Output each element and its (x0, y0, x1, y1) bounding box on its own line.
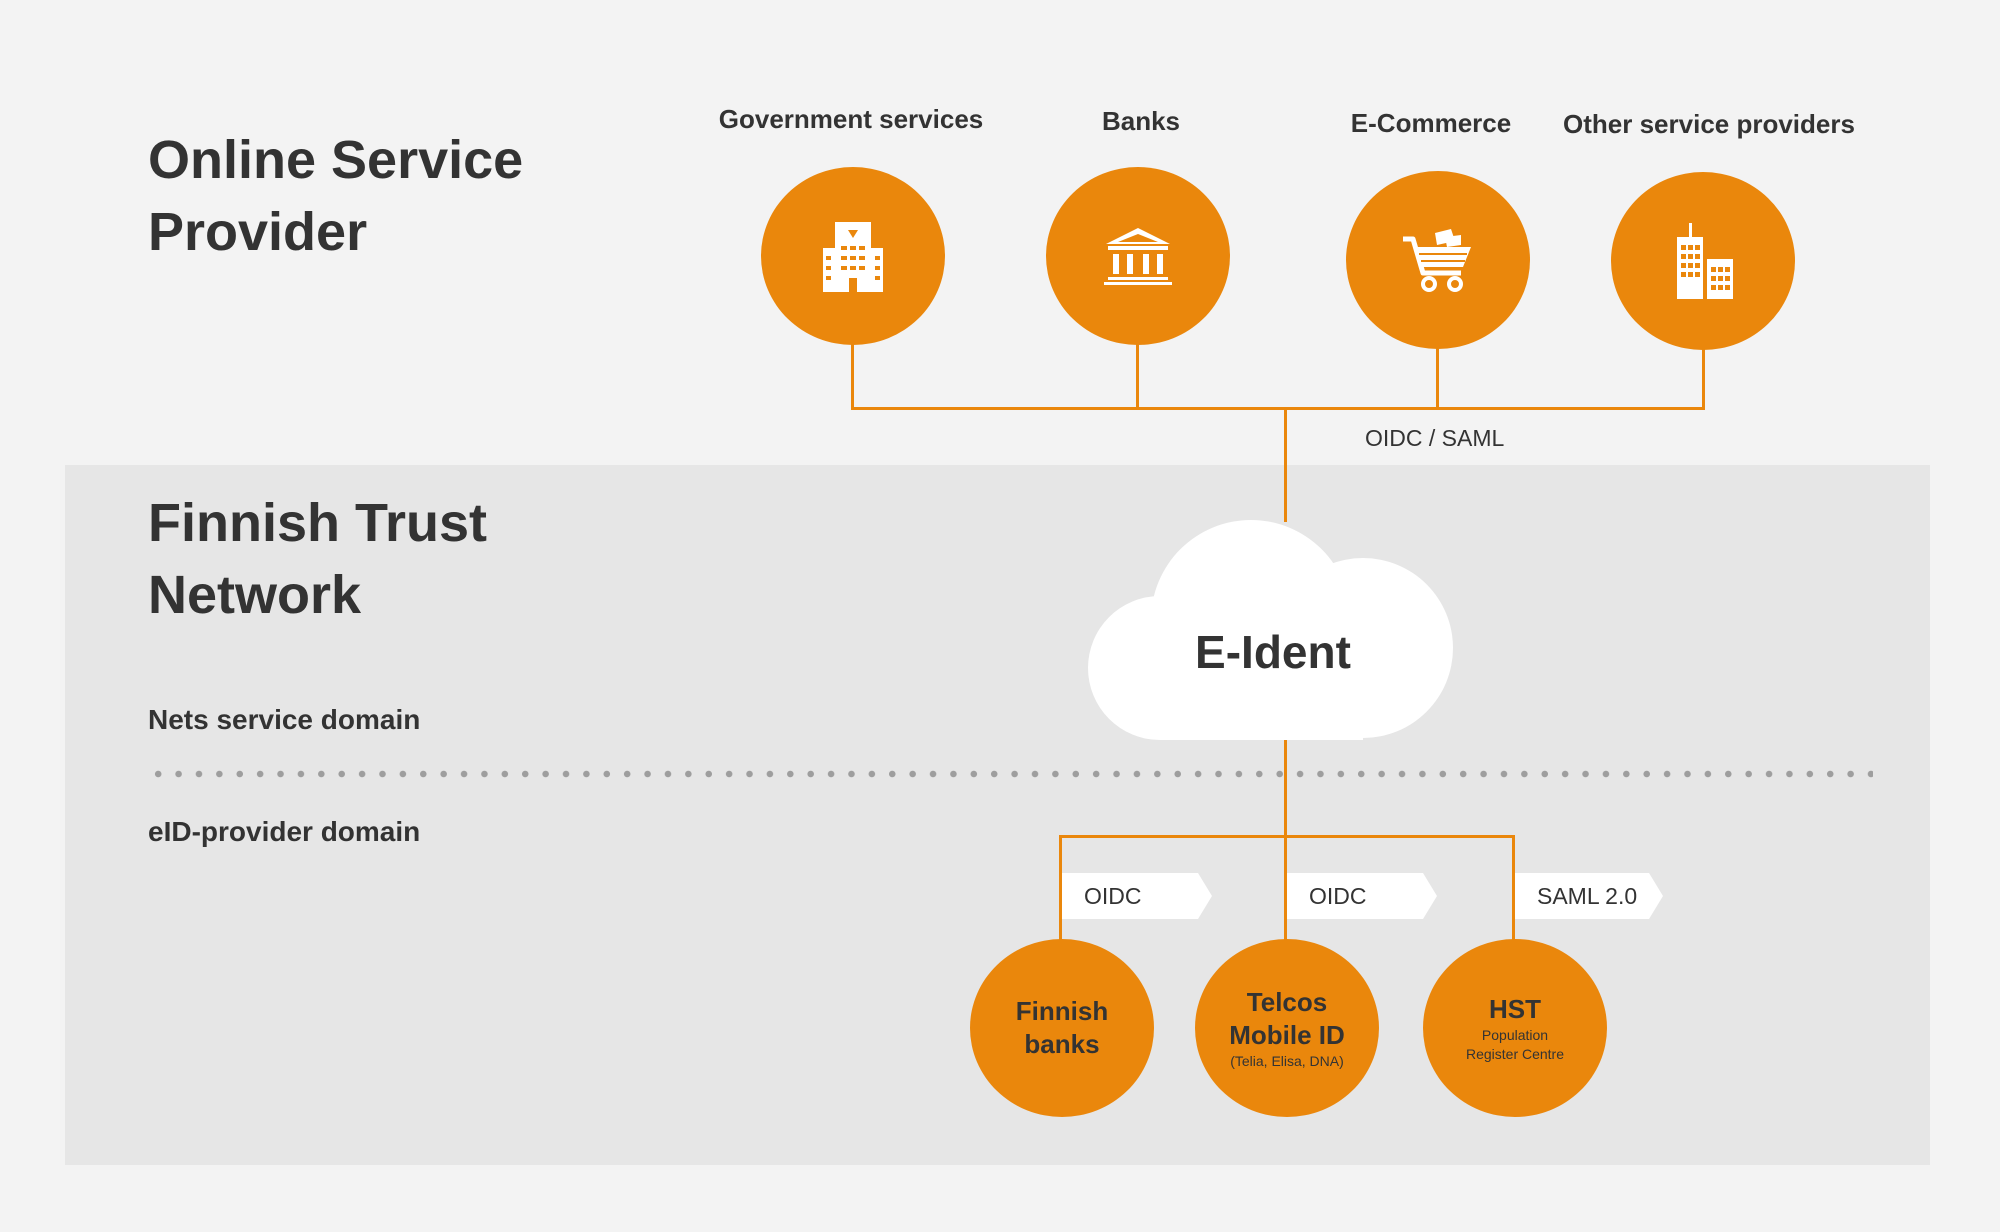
nets-service-domain-label: Nets service domain (148, 704, 421, 735)
connector-government (851, 344, 854, 410)
protocol-tag-finnish-banks: OIDC (1062, 873, 1212, 919)
telcos-mobile-id-subtitle: (Telia, Elisa, DNA) (1230, 1052, 1344, 1069)
ecommerce-node (1346, 171, 1530, 349)
connector-banks (1136, 344, 1139, 410)
finnish-trust-network-title: Finnish Trust Network (148, 493, 488, 625)
shopping-cart-icon (1403, 229, 1471, 292)
provider-bus-line (851, 407, 1705, 410)
online-service-provider-title: Online Service Provider (148, 130, 524, 262)
hst-subtitle: Population Register Centre (1465, 1026, 1565, 1062)
domain-divider (148, 770, 1873, 778)
provider-label-government: Government services (718, 104, 984, 134)
other-service-providers-node (1611, 172, 1795, 350)
upstream-protocol-label: OIDC / SAML (1365, 425, 1505, 451)
hst-title: HST (1489, 993, 1541, 1024)
connector-hst (1512, 835, 1515, 943)
eid-bus-line (1059, 835, 1515, 838)
provider-label-ecommerce: E-Commerce (1350, 108, 1512, 138)
office-buildings-icon (1677, 223, 1733, 299)
connector-other (1702, 349, 1705, 410)
banks-node (1046, 167, 1230, 345)
telcos-mobile-id-title: Telcos Mobile ID (1229, 986, 1345, 1050)
provider-label-other: Other service providers (1563, 109, 1855, 139)
provider-label-banks: Banks (1101, 106, 1181, 136)
finnish-banks-node: Finnish banks (970, 939, 1154, 1117)
government-services-node (761, 167, 945, 345)
eid-provider-domain-label: eID-provider domain (148, 816, 421, 847)
finnish-banks-title: Finnish banks (1015, 996, 1109, 1059)
bank-icon (1104, 228, 1172, 285)
telcos-mobile-id-node: Telcos Mobile ID (Telia, Elisa, DNA) (1195, 939, 1379, 1117)
eident-cloud (1088, 520, 1453, 740)
connector-finnish-banks (1059, 835, 1062, 943)
connector-from-eident (1284, 740, 1287, 943)
protocol-tag-telcos: OIDC (1287, 873, 1437, 919)
protocol-tag-hst: SAML 2.0 (1515, 873, 1663, 919)
eident-label: E-Ident (1195, 626, 1351, 678)
government-building-icon (823, 222, 883, 292)
connector-to-eident (1284, 407, 1287, 522)
hst-node: HST Population Register Centre (1423, 939, 1607, 1117)
connector-ecommerce (1436, 348, 1439, 410)
